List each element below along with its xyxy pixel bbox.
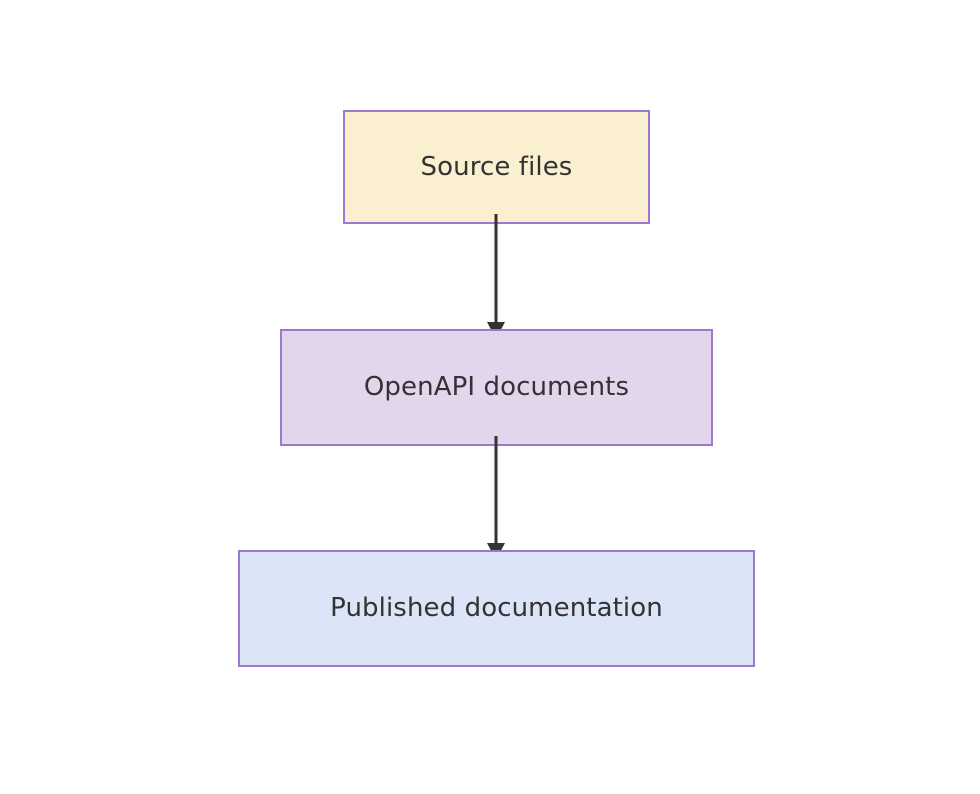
flow-node-label: Published documentation xyxy=(330,593,663,624)
flow-node-openapi-documents[interactable]: OpenAPI documents xyxy=(280,329,713,446)
flow-node-label: Source files xyxy=(420,151,573,182)
flow-node-published-documentation[interactable]: Published documentation xyxy=(238,550,755,667)
flow-node-label: OpenAPI documents xyxy=(363,372,630,403)
flow-node-source-files[interactable]: Source files xyxy=(343,110,650,224)
flow-edge-openapi-to-published xyxy=(487,436,505,560)
flow-edge-source-to-openapi xyxy=(487,214,505,339)
